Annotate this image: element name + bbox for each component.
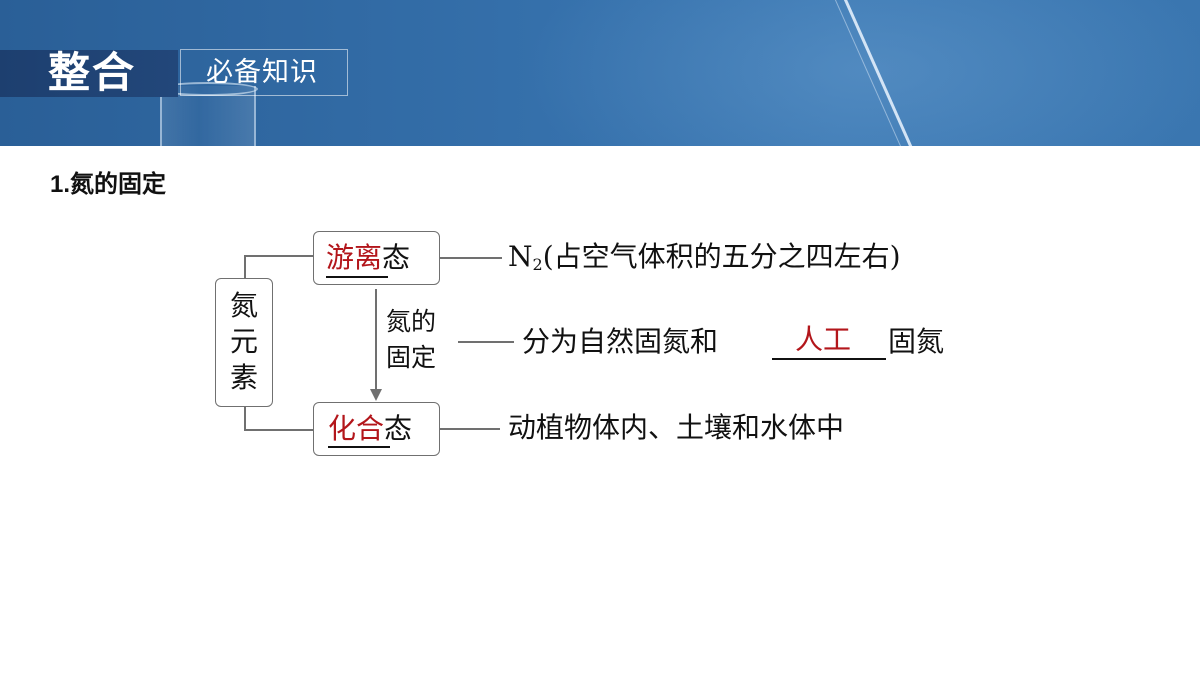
fixation-blank-underline [772, 358, 886, 360]
page-title: 整合 [48, 48, 137, 97]
nitrogen-element-box [215, 278, 273, 407]
combined-state-blank-underline [328, 446, 390, 448]
header-banner [0, 0, 1200, 146]
free-state-description: N2(占空气体积的五分之四左右) [508, 237, 901, 285]
combined-state-answer: 化合 [328, 412, 385, 445]
fixation-description-answer: 人工 [795, 323, 852, 356]
free-desc-connector [440, 257, 502, 259]
free-state-description-text: (占空气体积的五分之四左右) [542, 240, 901, 273]
free-state-suffix: 态 [382, 241, 411, 274]
bracket-vertical-bottom [244, 406, 246, 430]
combined-state-suffix: 态 [384, 412, 413, 445]
subtitle-frame [180, 49, 348, 96]
bracket-vertical-top [244, 255, 246, 279]
fixation-label-line1: 氮的 [386, 307, 437, 336]
fixation-description-suffix: 固氮 [888, 325, 945, 358]
fixation-desc-connector [458, 341, 514, 343]
section-heading: 1.氮的固定 [50, 171, 167, 198]
nitrogen-formula-base: N [508, 240, 533, 273]
free-state-label: 游离态 [326, 238, 410, 278]
combined-state-description: 动植物体内、土壤和水体中 [508, 411, 845, 444]
title-block [0, 50, 178, 97]
banner-glow [520, 0, 1200, 146]
nitrogen-formula-subscript: 2 [532, 255, 543, 274]
fixation-label-line2: 固定 [386, 343, 437, 372]
fixation-description-prefix: 分为自然固氮和 [522, 325, 719, 358]
combined-state-label: 化合态 [328, 409, 412, 449]
root-text: 氮元素 [229, 289, 258, 394]
fixation-arrow-shaft [375, 289, 377, 393]
free-state-blank-underline [326, 276, 388, 278]
bracket-top-horizontal [244, 255, 314, 257]
fixation-arrow-head-icon [370, 389, 382, 401]
nitrogen-element-label: 氮元素 [216, 288, 272, 396]
bracket-bottom-horizontal [244, 429, 314, 431]
page-subtitle: 必备知识 [206, 57, 318, 88]
free-state-answer: 游离 [326, 241, 383, 274]
combined-desc-connector [440, 428, 500, 430]
